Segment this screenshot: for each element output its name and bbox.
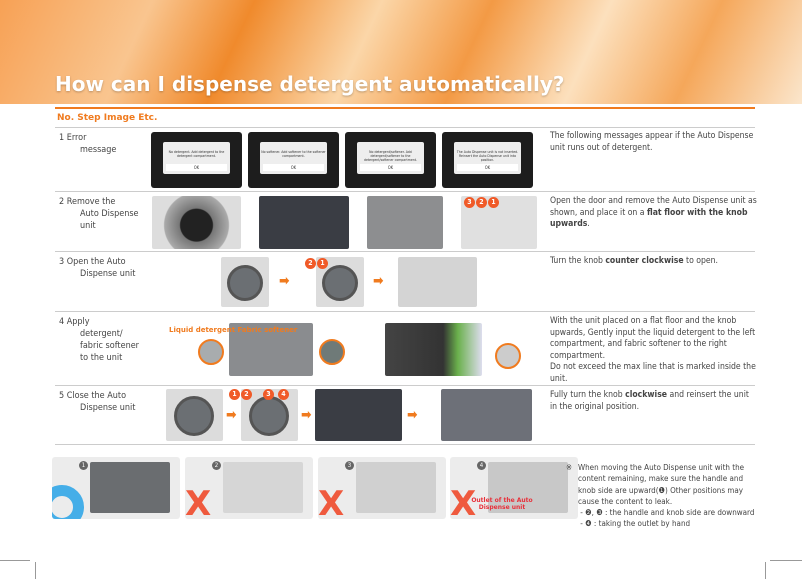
arrow-right-icon: ➡ (407, 407, 418, 423)
marker-3: 3 (464, 197, 475, 208)
marker-1: 1 (317, 258, 328, 269)
marker-1: 1 (488, 197, 499, 208)
photo-knob-cw (166, 389, 223, 441)
wrong-x-icon: X (185, 484, 212, 519)
photo-pouring-detergent (385, 323, 482, 376)
marker-4: 4 (278, 389, 289, 400)
detergent-icon (198, 339, 224, 365)
row-divider (55, 251, 755, 252)
correct-o-icon (52, 485, 84, 519)
error-screen-4: The Auto Dispense unit is not inserted. … (442, 132, 533, 188)
photo-opened-lid (398, 257, 477, 307)
step-3-description: Turn the knob counter clockwise to open. (550, 256, 719, 266)
table-header: No. Step Image Etc. (57, 113, 158, 123)
title-divider (55, 107, 755, 109)
arrow-right-icon: ➡ (373, 273, 384, 289)
arrow-right-icon: ➡ (279, 273, 290, 289)
handling-correct-1: 1 (52, 457, 180, 519)
marker-3: 3 (263, 389, 274, 400)
error-screen-2: No softener. Add softener to the softene… (248, 132, 339, 188)
marker-2: 2 (241, 389, 252, 400)
callout-labels: Liquid detergent Fabric softener (169, 326, 298, 334)
error-screen-3: No detergent/softener. Add detergent/sof… (345, 132, 436, 188)
handling-note: ※When moving the Auto Dispense unit with… (566, 463, 755, 529)
photo-removing-unit (367, 196, 443, 249)
error-screen-1: No detergent. Add detergent to the deter… (151, 132, 242, 188)
max-line-icon (495, 343, 521, 369)
photo-knob-ccw (221, 257, 269, 307)
page-title: How can I dispense detergent automatical… (55, 72, 565, 96)
softener-icon (319, 339, 345, 365)
marker-2: 2 (476, 197, 487, 208)
step-1-description: The following messages appear if the Aut… (550, 131, 754, 153)
step-2-description: Open the door and remove the Auto Dispen… (550, 196, 757, 229)
crop-mark (35, 562, 36, 579)
row-divider (55, 444, 755, 445)
crop-mark (0, 560, 30, 561)
photo-unit-reinserted (441, 389, 532, 441)
row-divider (55, 385, 755, 386)
photo-open-door (152, 196, 241, 249)
arrow-right-icon: ➡ (226, 407, 237, 423)
row-divider (55, 311, 755, 312)
wrong-x-icon: X (450, 484, 477, 519)
row-divider (55, 127, 755, 128)
arrow-right-icon: ➡ (301, 407, 312, 423)
crop-mark (765, 562, 766, 579)
crop-mark (770, 560, 802, 561)
marker-2: 2 (305, 258, 316, 269)
photo-dispenser-in-drum (259, 196, 349, 249)
photo-unit-top (229, 323, 313, 376)
wrong-x-icon: X (318, 484, 345, 519)
step-4-description: With the unit placed on a flat floor and… (550, 316, 756, 384)
step-5-description: Fully turn the knob clockwise and reinse… (550, 390, 749, 412)
outlet-label: Outlet of the Auto Dispense unit (471, 497, 533, 511)
row-divider (55, 191, 755, 192)
header-banner (0, 0, 802, 104)
marker-1: 1 (229, 389, 240, 400)
photo-inserting-unit (315, 389, 402, 441)
